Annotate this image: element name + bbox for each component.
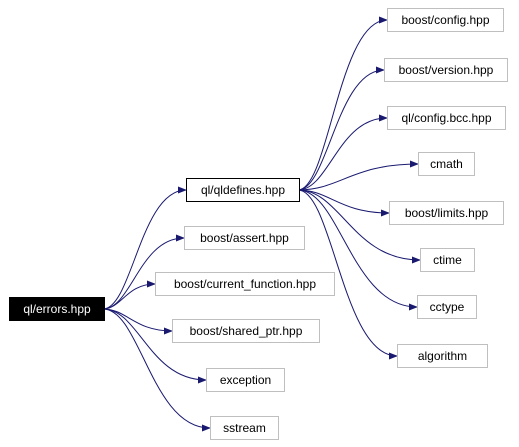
edge-errors-to-qldefines xyxy=(102,186,187,310)
node-cmath[interactable]: cmath xyxy=(418,152,475,176)
edge-qldefines-to-boost_limits xyxy=(297,189,390,217)
node-boost-limits-hpp[interactable]: boost/limits.hpp xyxy=(389,201,504,225)
node-ctime[interactable]: ctime xyxy=(420,248,475,272)
node-boost-assert-hpp[interactable]: boost/assert.hpp xyxy=(184,226,305,250)
node-boost-version-hpp[interactable]: boost/version.hpp xyxy=(384,58,508,82)
edge-qldefines-to-ctime xyxy=(297,189,421,264)
edge-errors-to-boost_assert xyxy=(102,234,185,310)
node-ql-errors-hpp[interactable]: ql/errors.hpp xyxy=(9,297,105,321)
node-boost-current-function-hpp[interactable]: boost/current_function.hpp xyxy=(155,272,335,296)
edge-qldefines-to-algorithm xyxy=(297,189,398,360)
edge-qldefines-to-boost_config xyxy=(297,16,388,191)
edge-errors-to-exception xyxy=(102,308,207,384)
node-ql-qldefines-hpp[interactable]: ql/qldefines.hpp xyxy=(186,178,300,202)
edge-errors-to-boost_current_function xyxy=(102,280,156,310)
edge-errors-to-sstream xyxy=(102,308,211,432)
node-algorithm[interactable]: algorithm xyxy=(397,344,488,368)
node-boost-shared-ptr-hpp[interactable]: boost/shared_ptr.hpp xyxy=(172,319,320,343)
edge-qldefines-to-ql_config_bcc xyxy=(297,114,388,191)
node-cctype[interactable]: cctype xyxy=(417,295,477,319)
node-ql-config-bcc-hpp[interactable]: ql/config.bcc.hpp xyxy=(387,106,506,130)
edge-layer xyxy=(102,16,421,432)
node-sstream[interactable]: sstream xyxy=(210,416,279,440)
node-exception[interactable]: exception xyxy=(206,368,285,392)
edge-qldefines-to-cmath xyxy=(297,160,419,191)
edge-qldefines-to-cctype xyxy=(297,189,418,311)
node-boost-config-hpp[interactable]: boost/config.hpp xyxy=(387,8,504,32)
edge-qldefines-to-boost_version xyxy=(297,66,385,191)
